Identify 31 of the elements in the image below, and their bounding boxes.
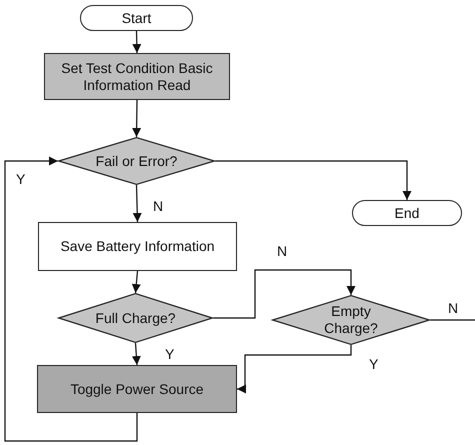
arrow xyxy=(4,156,138,442)
node-label: Full Charge? xyxy=(94,310,177,326)
terminal-shape xyxy=(80,5,193,31)
node-label: Save Battery Information xyxy=(59,238,216,255)
arrow xyxy=(132,342,141,366)
arrow xyxy=(213,269,356,319)
edge-label: Y xyxy=(165,346,174,362)
process-box xyxy=(38,222,237,271)
arrow xyxy=(132,30,142,54)
decision-diamond xyxy=(58,137,215,185)
process-box xyxy=(44,53,230,100)
arrow xyxy=(132,184,142,222)
edge-label: N xyxy=(153,198,164,214)
node-label: Set Test Condition Basic Information Read xyxy=(60,60,214,94)
decision-diamond xyxy=(58,293,213,343)
edge-label: N xyxy=(448,300,458,316)
arrow xyxy=(237,345,352,394)
arrow xyxy=(215,160,412,200)
terminal-shape xyxy=(352,200,462,226)
edge-label: N xyxy=(277,243,288,259)
arrow xyxy=(132,100,142,137)
edge-label: Y xyxy=(16,171,26,187)
node-label: Start xyxy=(120,10,152,26)
decision-diamond xyxy=(272,295,430,345)
process-box xyxy=(37,365,237,413)
edge-label: Y xyxy=(369,356,378,372)
node-label: End xyxy=(394,204,420,222)
arrow xyxy=(132,270,141,294)
node-label: Fail or Error? xyxy=(94,152,178,170)
node-label: Empty Charge? xyxy=(323,303,379,337)
node-label: Toggle Power Source xyxy=(69,380,205,398)
